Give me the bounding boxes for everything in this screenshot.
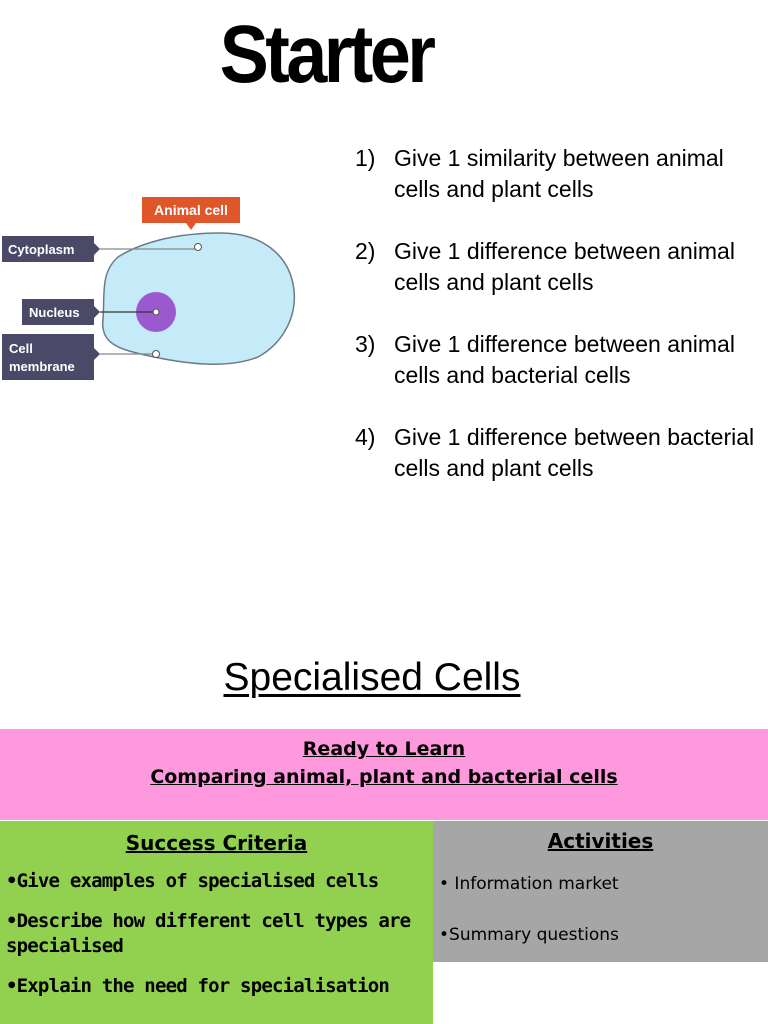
question-item: 1) Give 1 similarity between animal cells… [355,143,755,205]
success-criteria-box: Success Criteria •Give examples of speci… [0,821,433,1024]
ready-topic: Comparing animal, plant and bacterial ce… [150,766,618,788]
nucleus-dot [152,308,160,316]
cell-body [102,232,296,365]
ready-to-learn-box: Ready to Learn Comparing animal, plant a… [0,729,768,820]
question-text: Give 1 difference between bacterial cell… [394,424,755,481]
activity-item: •Summary questions [439,925,619,945]
activity-item: • Information market [439,874,619,894]
question-text: Give 1 difference between animal cells a… [394,238,735,295]
question-number: 4) [355,424,376,450]
question-text: Give 1 similarity between animal cells a… [394,145,724,202]
section-title: Specialised Cells [223,656,521,699]
activities-heading: Activities [547,829,654,853]
nucleus-label [22,299,94,325]
question-number: 3) [355,331,376,357]
question-item: 2) Give 1 difference between animal cells… [355,236,755,298]
starter-questions: 1) Give 1 similarity between animal cells… [355,143,755,515]
success-item: •Describe how different cell types are s… [6,910,411,957]
nucleus-text: Nucleus [29,305,80,320]
question-text: Give 1 difference between animal cells a… [394,331,735,388]
cytoplasm-text: Cytoplasm [8,242,74,257]
slide-title: Starter [219,9,436,100]
animal-cell-diagram: Animal cell Cytoplasm Nucleus Cell membr… [2,197,296,380]
question-number: 2) [355,238,376,264]
success-item: •Explain the need for specialisation [6,975,390,997]
question-item: 3) Give 1 difference between animal cells… [355,329,755,391]
membrane-text-2: membrane [9,359,75,374]
activities-list: • Information market •Summary questions [433,873,768,946]
success-list: •Give examples of specialised cells •Des… [0,869,433,999]
membrane-text-1: Cell [9,341,33,356]
success-item: •Give examples of specialised cells [6,870,379,892]
ready-heading: Ready to Learn [302,738,466,760]
question-number: 1) [355,145,376,171]
cytoplasm-label [2,236,94,262]
activities-box: Activities • Information market •Summary… [433,821,768,962]
membrane-label [2,334,94,380]
callout-text: Animal cell [154,202,228,218]
success-heading: Success Criteria [125,831,308,855]
animal-cell-callout [142,197,240,223]
question-item: 4) Give 1 difference between bacterial ce… [355,422,755,484]
